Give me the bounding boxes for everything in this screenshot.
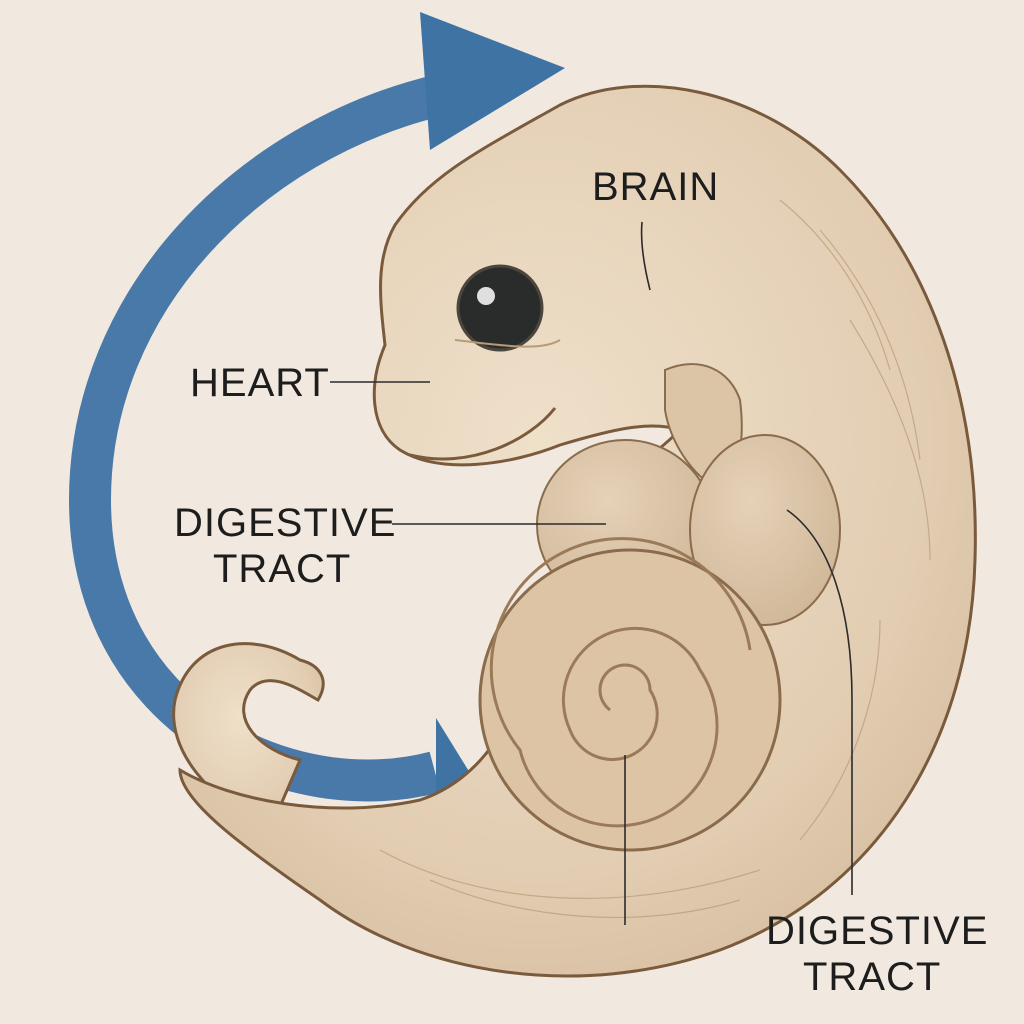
cheek-fold	[454, 339, 561, 348]
right-organ	[689, 434, 841, 626]
arrow-shaft	[68, 74, 445, 802]
labels: BRAIN HEART DIGESTIVE TRACT DIGESTIVE TR…	[174, 165, 988, 999]
embryo-tail	[172, 642, 325, 833]
leader-lines	[330, 221, 853, 925]
label-digestive-right-1: DIGESTIVE	[766, 909, 988, 953]
spiral-coil	[478, 537, 782, 852]
mouth	[409, 407, 557, 461]
label-digestive-left-2: TRACT	[213, 547, 351, 591]
body-texture	[379, 199, 931, 919]
eye	[456, 264, 544, 352]
embryo	[172, 84, 977, 978]
label-digestive-left-1: DIGESTIVE	[174, 501, 396, 545]
brain-leader-line	[640, 221, 651, 291]
label-heart: HEART	[190, 361, 330, 405]
eye-highlight	[477, 287, 495, 305]
arrow-head-top	[420, 12, 565, 150]
digestive-right-leader-line	[786, 509, 853, 895]
label-digestive-right-2: TRACT	[803, 955, 941, 999]
label-brain: BRAIN	[592, 165, 719, 209]
